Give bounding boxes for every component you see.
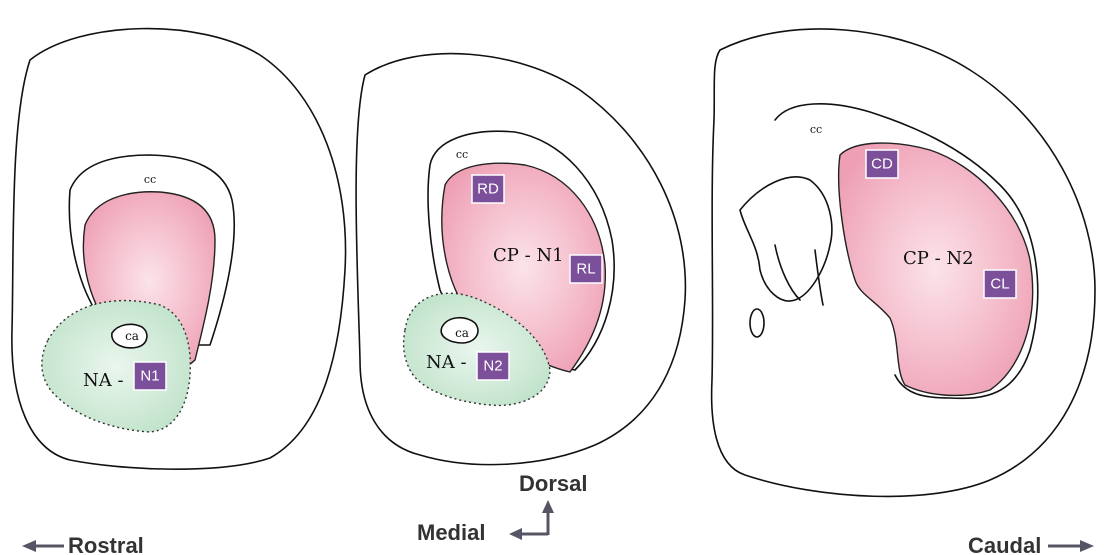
section-2-cc-label: cc <box>456 148 468 161</box>
rostral-arrow-icon <box>22 540 36 552</box>
section-1-ca-label: ca <box>125 329 139 343</box>
section-2-ca-label: ca <box>455 326 469 340</box>
dorsal-label: Dorsal <box>519 471 587 496</box>
section-3-small-cavity <box>750 309 764 337</box>
orientation-compass: Dorsal Medial <box>417 471 587 545</box>
section-1-cc-label: cc <box>144 173 156 186</box>
svg-text:CL: CL <box>990 276 1009 293</box>
section-3-cp-region <box>839 143 1033 395</box>
caudal-label: Caudal <box>968 533 1041 555</box>
section-2-cp-label: CP - N1 <box>493 245 564 266</box>
svg-text:RL: RL <box>576 261 595 278</box>
section-3-medial-structure <box>740 177 832 301</box>
section-3-cc-label: cc <box>810 123 822 136</box>
section-3-ventral-tract <box>775 245 823 305</box>
rostral-label: Rostral <box>68 533 144 555</box>
badge-rd: RD <box>472 175 504 203</box>
badge-rl: RL <box>570 255 602 283</box>
section-1-na-label: NA - <box>83 370 124 391</box>
section-2-na-label: NA - <box>426 352 467 373</box>
badge-cd: CD <box>866 150 898 178</box>
badge-n2: N2 <box>477 352 509 380</box>
caudal-indicator: Caudal <box>968 533 1094 555</box>
badge-cl: CL <box>984 270 1016 298</box>
medial-label: Medial <box>417 520 485 545</box>
section-3-cp-label: CP - N2 <box>903 248 974 269</box>
svg-text:N1: N1 <box>140 368 159 385</box>
rostral-indicator: Rostral <box>22 533 144 555</box>
section-middle: cc CP - N1 ca NA - RD RL N2 <box>356 54 685 465</box>
svg-text:CD: CD <box>871 156 893 173</box>
section-caudal: cc CP - N2 CD CL <box>712 29 1095 496</box>
caudal-arrow-icon <box>1080 540 1094 552</box>
section-1-na-region <box>42 301 191 432</box>
section-rostral: cc ca NA - N1 <box>12 29 346 470</box>
badge-n1: N1 <box>134 362 166 390</box>
svg-text:N2: N2 <box>483 358 502 375</box>
dorsal-arrow-icon <box>542 500 554 513</box>
svg-text:RD: RD <box>477 181 499 198</box>
